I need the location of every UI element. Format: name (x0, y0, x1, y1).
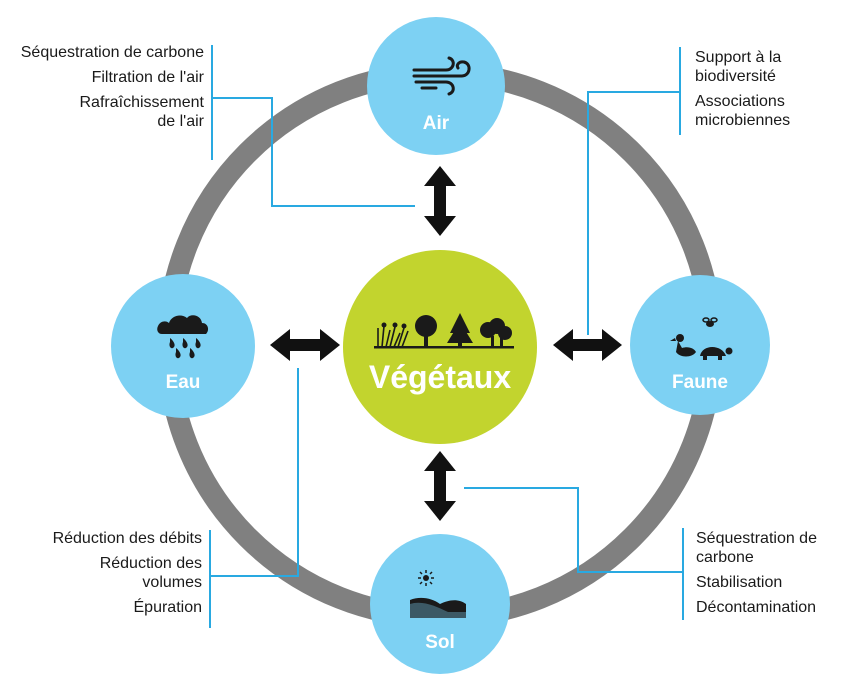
node-faune (630, 275, 770, 415)
connector-sol (464, 487, 684, 620)
arrow-center-faune (553, 329, 622, 361)
rain-cloud-icon (157, 315, 209, 359)
connectors (209, 45, 684, 628)
duck-turtle-bee-icon (670, 317, 733, 360)
connector-faune (587, 47, 681, 335)
node-air-label: Air (423, 113, 450, 134)
benefit-air-1: Séquestration de carbone (20, 44, 204, 61)
sol-benefits: Séquestration de carbone Stabilisation D… (696, 529, 856, 623)
node-vegetaux-label: Végétaux (369, 359, 511, 395)
sun-hills-icon (410, 570, 466, 618)
node-sol-label: Sol (425, 632, 455, 653)
benefit-eau-1: Réduction des débits (52, 530, 202, 547)
benefit-sol-1: Séquestration de carbone (696, 530, 817, 566)
air-benefits: Séquestration de carbone Filtration de l… (20, 43, 204, 137)
node-faune-label: Faune (672, 372, 728, 393)
plants-trees-icon (374, 313, 514, 349)
benefit-faune-1: Support à la biodiversité (695, 49, 782, 85)
node-air (367, 17, 505, 155)
benefit-sol-2: Stabilisation (696, 574, 783, 591)
eau-benefits: Réduction des débits Réduction des volum… (6, 529, 202, 623)
benefit-faune-2: Associations microbiennes (695, 93, 791, 129)
benefit-sol-3: Décontamination (696, 599, 817, 616)
benefit-eau-2: Réduction des volumes (99, 555, 202, 591)
faune-benefits: Support à la biodiversité Associations m… (695, 48, 860, 136)
connector-eau (209, 368, 299, 628)
node-eau-label: Eau (166, 372, 201, 393)
wind-icon (412, 56, 471, 96)
arrow-center-eau (270, 329, 340, 361)
arrow-center-sol (424, 451, 456, 521)
connector-air (211, 45, 415, 207)
benefit-eau-3: Épuration (133, 599, 203, 616)
benefit-air-3: Rafraîchissement de l'air (79, 94, 205, 130)
arrows (270, 166, 622, 521)
arrow-center-air (424, 166, 456, 236)
benefit-air-2: Filtration de l'air (91, 69, 204, 86)
